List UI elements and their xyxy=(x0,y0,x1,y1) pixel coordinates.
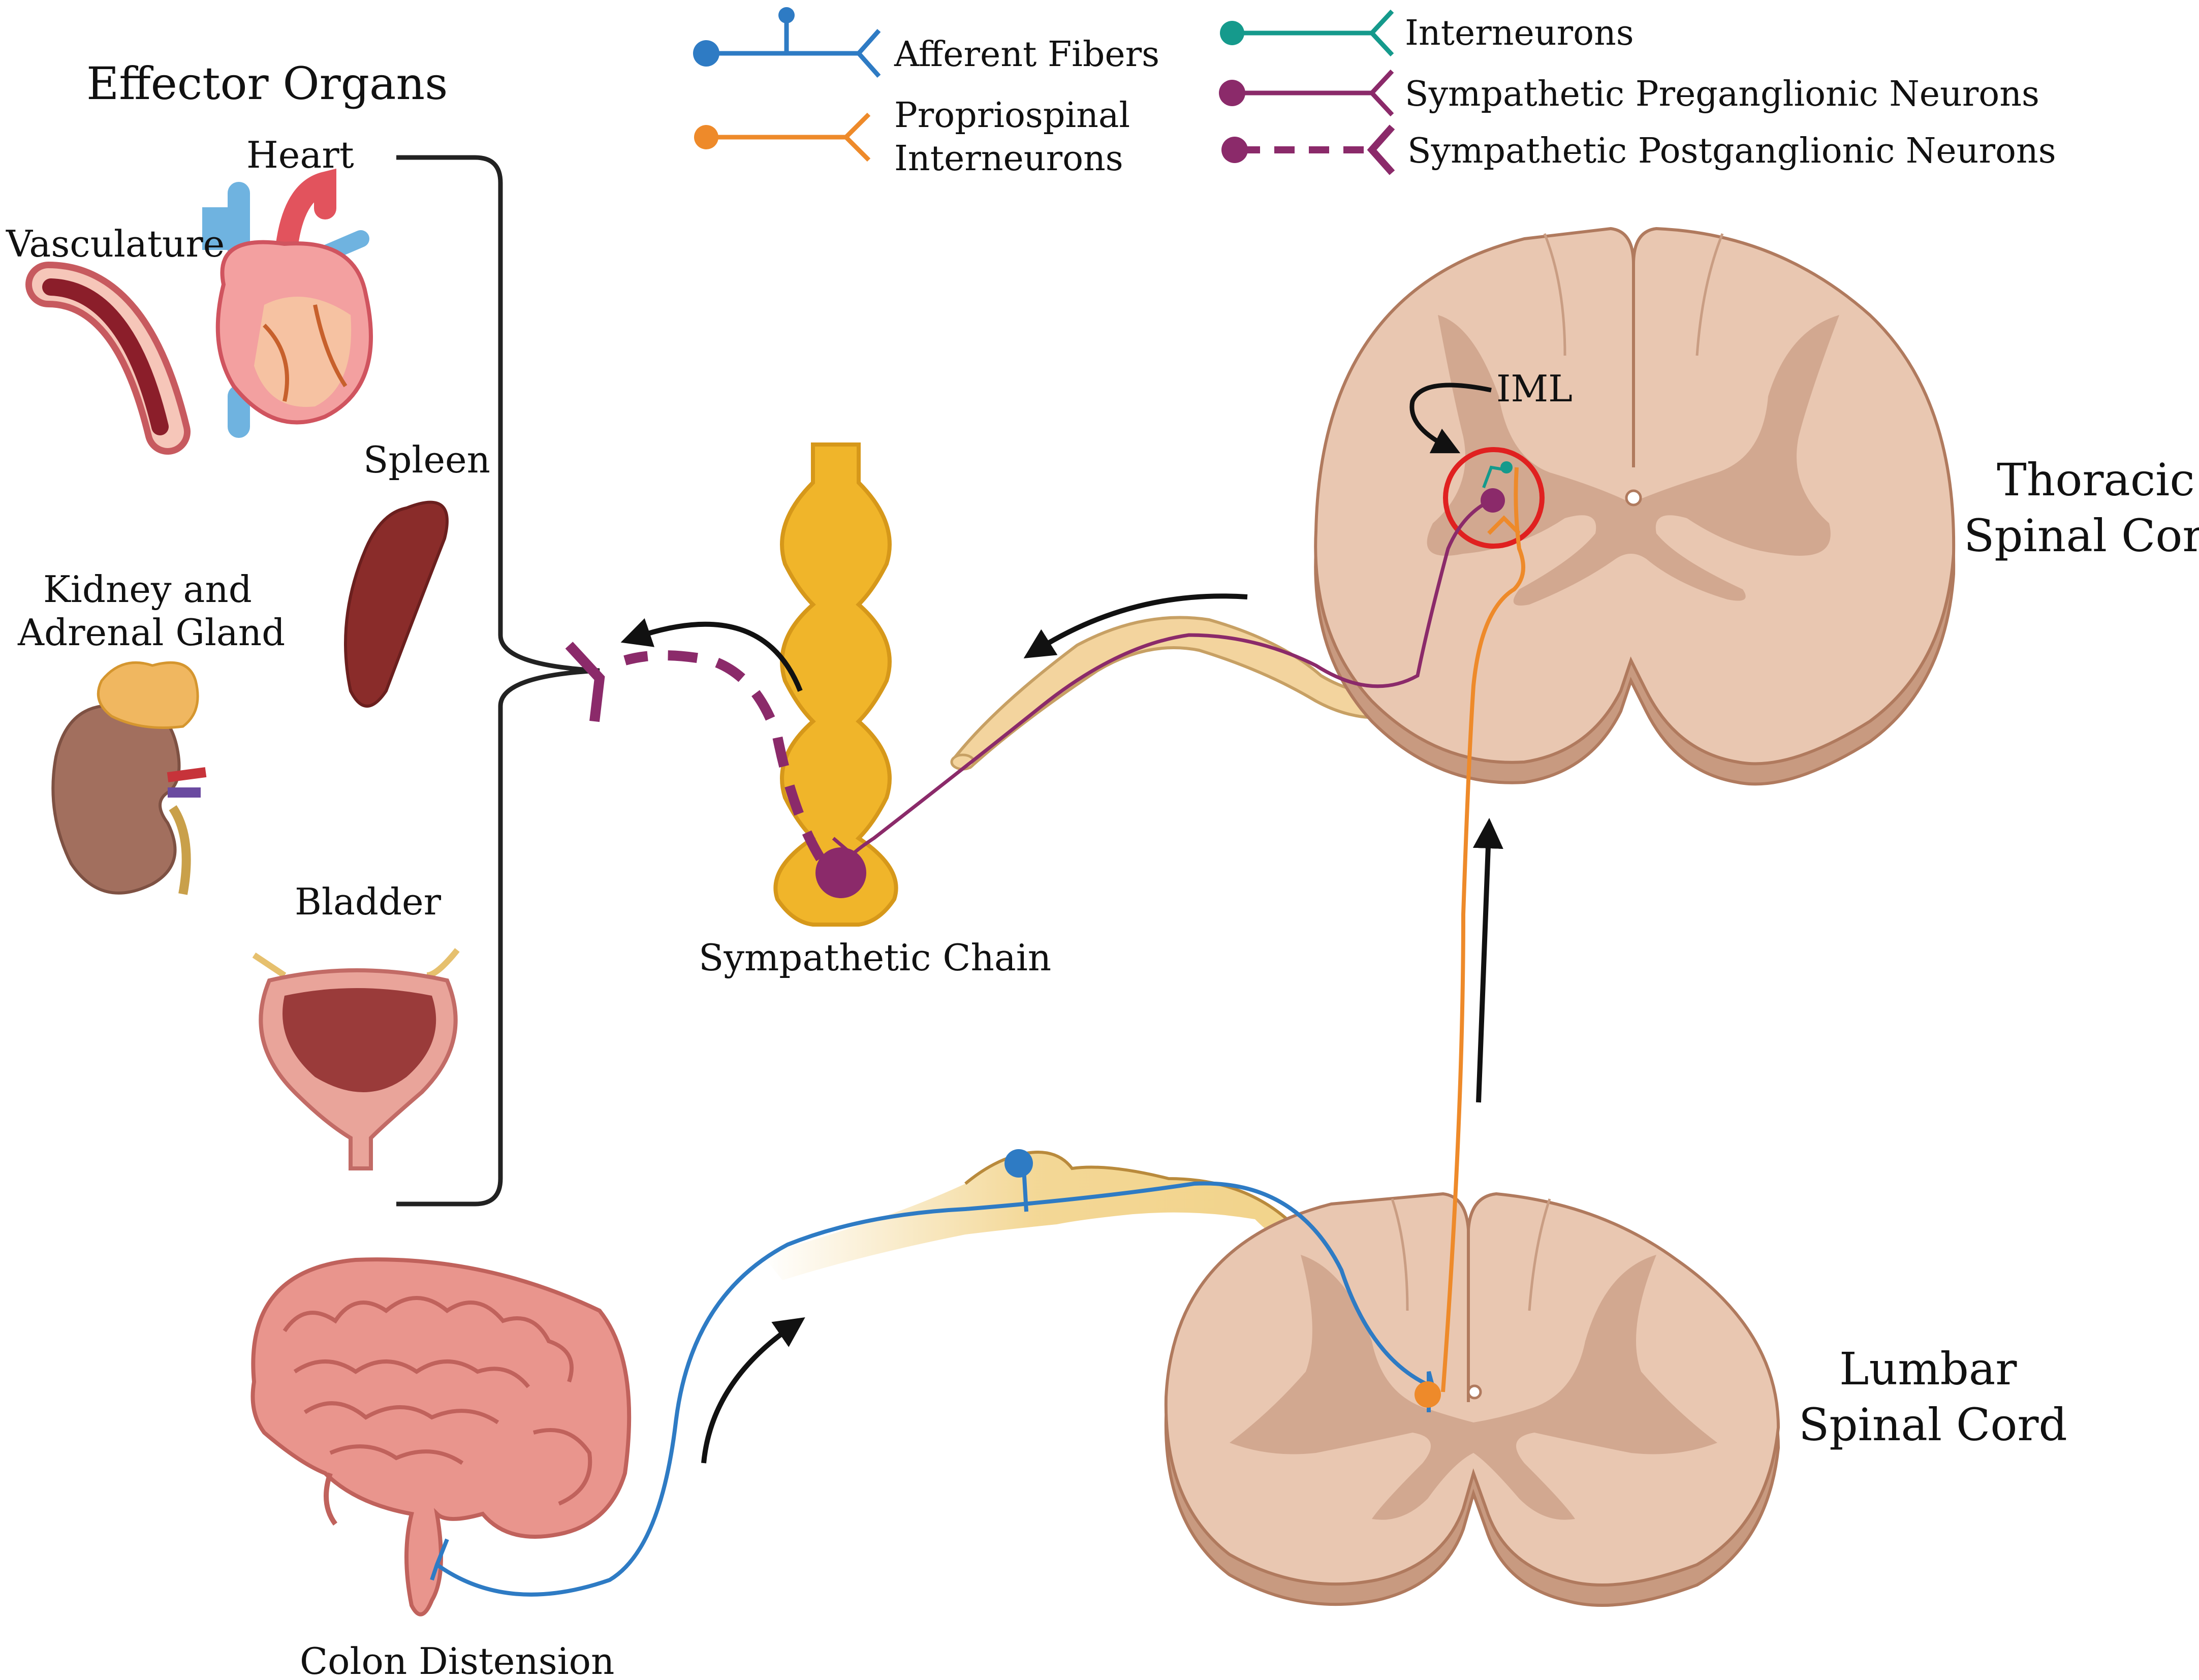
kidney-label-2: Adrenal Gland xyxy=(17,611,285,654)
arrow-lumbar-to-thoracic xyxy=(1472,818,1503,1103)
iml-pointer-arrow xyxy=(1409,383,1492,454)
iml-label: IML xyxy=(1496,367,1573,410)
vasculature-label: Vasculature xyxy=(6,223,225,265)
legend-interneuron-label: Interneurons xyxy=(1405,13,1634,53)
legend-afferent-label: Afferent Fibers xyxy=(894,35,1159,75)
postganglionic-terminal xyxy=(565,642,605,722)
legend-propriospinal-label-1: Propriospinal xyxy=(894,96,1130,136)
spleen-icon xyxy=(344,500,449,708)
sympathetic-chain xyxy=(773,442,898,927)
preganglionic-fiber xyxy=(852,498,1492,855)
arrow-colon-to-drg xyxy=(701,1317,805,1464)
legend-afferent-symbol xyxy=(693,7,881,78)
preganglionic-cell-body xyxy=(1481,488,1505,513)
sympathetic-chain-label: Sympathetic Chain xyxy=(699,936,1051,979)
lumbar-label-2: Spinal Cord xyxy=(1799,1399,2067,1451)
heart-label: Heart xyxy=(246,134,354,176)
spleen-label: Spleen xyxy=(363,438,490,481)
legend-postganglionic-symbol xyxy=(1221,124,1395,175)
iml-interneuron xyxy=(1482,461,1513,489)
legend-postganglionic-label: Sympathetic Postganglionic Neurons xyxy=(1407,131,2056,171)
lumbar-label-1: Lumbar xyxy=(1839,1343,2017,1395)
arrow-preganglionic-outflow xyxy=(1023,593,1248,659)
kidney-label-1: Kidney and xyxy=(43,568,252,611)
bladder-label: Bladder xyxy=(295,880,442,923)
colon-icon xyxy=(250,1257,632,1616)
propriospinal-fiber xyxy=(1441,467,1525,1392)
blood-vessel-icon xyxy=(25,262,191,455)
legend-preganglionic-label: Sympathetic Preganglionic Neurons xyxy=(1405,74,2039,114)
legend-interneuron-symbol xyxy=(1220,9,1394,57)
arrow-to-effectors xyxy=(620,618,803,692)
postganglionic-fiber xyxy=(623,650,825,862)
afferent-fiber xyxy=(435,1181,1434,1597)
drg-cell-body xyxy=(1004,1149,1033,1178)
heart-icon xyxy=(202,168,373,438)
legend-propriospinal-label-2: Interneurons xyxy=(894,139,1123,179)
legend: Afferent Fibers Propriospinal Interneuro… xyxy=(693,7,2056,179)
legend-propriospinal-symbol xyxy=(694,112,871,162)
bladder-icon xyxy=(252,948,460,1170)
afferent-colon-terminal xyxy=(430,1538,449,1581)
thoracic-spinal-cord xyxy=(1314,227,1956,786)
thoracic-label-1: Thoracic xyxy=(1997,454,2195,506)
kidney-adrenal-icon xyxy=(51,661,207,895)
iml-highlight-circle xyxy=(1443,447,1545,549)
colon-distension-label: Colon Distension xyxy=(300,1640,614,1677)
propriospinal-terminal xyxy=(1487,515,1521,535)
thoracic-label-2: Spinal Cord xyxy=(1964,510,2199,562)
lumbar-spinal-cord xyxy=(1164,1192,1780,1607)
effector-bracket xyxy=(396,155,600,1207)
legend-preganglionic-symbol xyxy=(1219,69,1394,117)
propriospinal-cell-body xyxy=(1415,1381,1441,1408)
lumbar-nerve-root xyxy=(762,1152,1311,1280)
effector-organs-title: Effector Organs xyxy=(86,57,448,110)
postganglionic-cell-body xyxy=(815,847,866,898)
